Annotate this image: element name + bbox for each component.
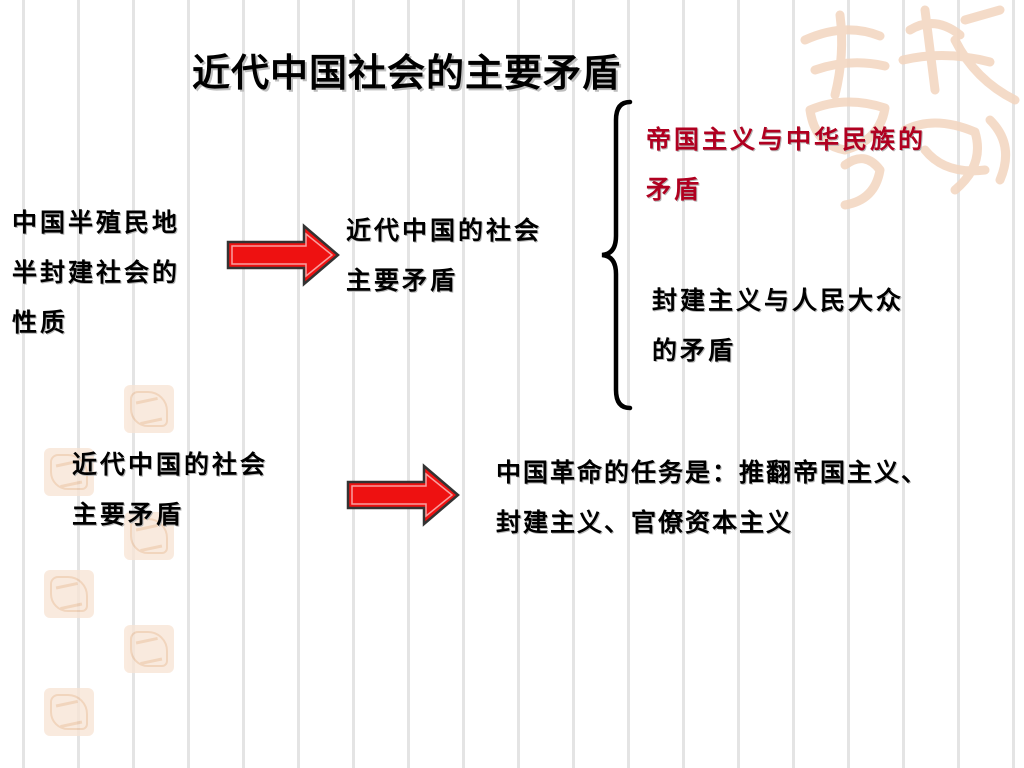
- main-contradiction-text: 近代中国的社会 主要矛盾: [346, 206, 542, 306]
- page-title: 近代中国社会的主要矛盾: [192, 51, 622, 95]
- auspicious-calligraphy-seal-icon: [800, 5, 1020, 210]
- imperialism-contradiction-line: 帝国主义与中华民族的: [646, 125, 927, 154]
- seal-decoration: [124, 385, 174, 433]
- imperialism-contradiction-text: 帝国主义与中华民族的 矛盾: [646, 115, 926, 215]
- seal-decoration: [124, 625, 174, 673]
- main-contradiction-second-line: 主要矛盾: [72, 500, 185, 529]
- revolution-task-line: 封建主义、官僚资本主义: [496, 508, 794, 537]
- nature-text: 中国半殖民地 半封建社会的 性质: [12, 198, 180, 348]
- right-arrow-icon: [226, 223, 340, 287]
- seal-decoration: [44, 688, 94, 736]
- right-arrow-icon: [346, 463, 460, 527]
- nature-line: 半封建社会的: [12, 258, 181, 287]
- revolution-task-line: 中国革命的任务是：推翻帝国主义、: [496, 458, 929, 487]
- main-contradiction-second-text: 近代中国的社会 主要矛盾: [72, 440, 268, 540]
- main-contradiction-second-line: 近代中国的社会: [72, 450, 269, 479]
- feudalism-contradiction-line: 的矛盾: [652, 336, 737, 365]
- feudalism-contradiction-text: 封建主义与人民大众 的矛盾: [652, 276, 904, 376]
- nature-line: 性质: [12, 308, 69, 337]
- main-contradiction-line: 近代中国的社会: [346, 216, 543, 245]
- feudalism-contradiction-line: 封建主义与人民大众: [652, 286, 905, 315]
- curly-brace-icon: [601, 99, 633, 411]
- seal-decoration: [44, 448, 94, 496]
- seal-decoration: [44, 570, 94, 618]
- revolution-task-text: 中国革命的任务是：推翻帝国主义、 封建主义、官僚资本主义: [496, 448, 928, 548]
- seal-decoration: [124, 512, 174, 560]
- main-contradiction-line: 主要矛盾: [346, 266, 459, 295]
- imperialism-contradiction-line: 矛盾: [646, 175, 703, 204]
- nature-line: 中国半殖民地: [12, 208, 181, 237]
